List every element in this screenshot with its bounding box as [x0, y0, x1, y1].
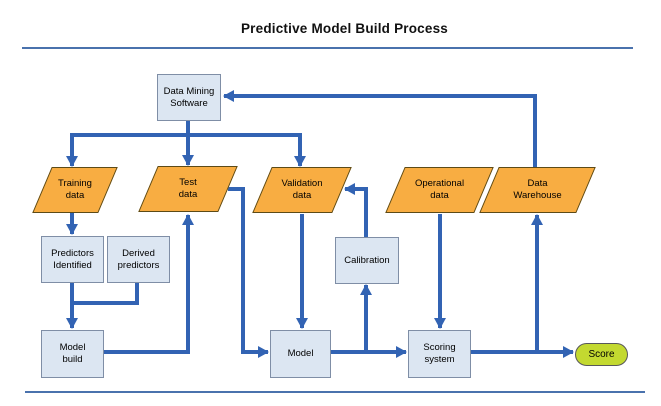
- edge-warehouse-to-dms: [223, 90, 537, 167]
- node-training-data: Training data: [32, 167, 118, 213]
- operational-data-label: Operational data: [414, 178, 465, 201]
- node-test-data: Test data: [138, 166, 238, 212]
- bottom-rule-line: [25, 391, 645, 393]
- node-derived-predictors: Derived predictors: [107, 236, 170, 283]
- node-score: Score: [575, 343, 628, 366]
- node-scoring-system: Scoring system: [408, 330, 471, 378]
- node-calibration: Calibration: [335, 237, 399, 284]
- training-data-label: Training data: [58, 178, 92, 201]
- edge-dms-to-validation: [186, 133, 306, 167]
- node-model: Model: [270, 330, 331, 378]
- test-data-label: Test data: [178, 177, 198, 200]
- node-operational-data: Operational data: [385, 167, 494, 213]
- node-model-build: Model build: [41, 330, 104, 378]
- node-data-warehouse: Data Warehouse: [479, 167, 596, 213]
- node-predictors-identified: Predictors Identified: [41, 236, 104, 283]
- diagram-title: Predictive Model Build Process: [240, 21, 449, 36]
- edge-calibration-to-validation: [344, 183, 368, 237]
- edge-derived-merge: [74, 283, 139, 305]
- node-data-mining-software: Data Mining Software: [157, 74, 221, 121]
- node-validation-data: Validation data: [252, 167, 352, 213]
- edge-modelbuild-to-test: [103, 214, 194, 354]
- data-warehouse-label: Data Warehouse: [513, 178, 562, 201]
- validation-data-label: Validation data: [281, 178, 323, 201]
- edge-dms-to-training: [66, 133, 190, 167]
- top-rule-line: [22, 47, 633, 49]
- edge-test-to-model: [228, 187, 269, 358]
